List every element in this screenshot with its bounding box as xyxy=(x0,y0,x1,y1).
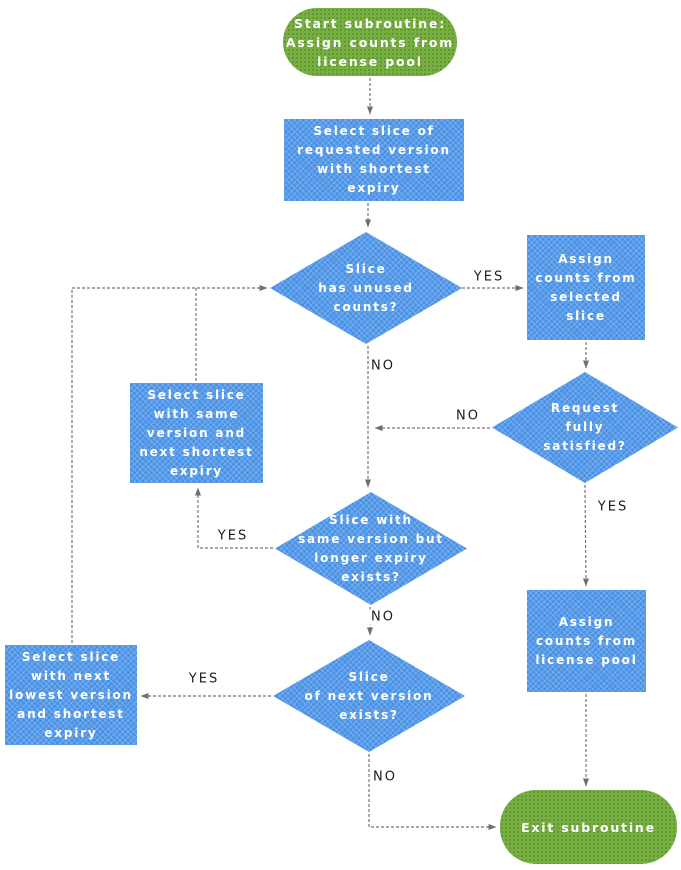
edge-next-version-no xyxy=(368,754,497,830)
process-select-same-version-next-expiry-label: Select slice with same version and next … xyxy=(139,387,254,478)
process-assign-counts-selected-slice: Assign counts from selected slice xyxy=(527,235,645,340)
edge-request-satisfied-yes xyxy=(582,484,589,587)
decision-request-fully-satisfied-shape: Request fully satisfied? xyxy=(492,372,678,483)
decision-next-version-exists: Slice of next version exists? xyxy=(273,640,465,752)
exit-node-label: Exit subroutine xyxy=(521,819,656,835)
edge-label-next-version-yes: YES xyxy=(186,671,222,687)
process-select-next-lowest-version-label: Select slice with next lowest version an… xyxy=(9,649,133,740)
decision-next-version-exists-label: Slice of next version exists? xyxy=(304,669,434,722)
process-assign-counts-license-pool: Assign counts from license pool xyxy=(527,590,646,692)
process-select-requested-version-label: Select slice of requested version with s… xyxy=(297,124,451,195)
decision-next-version-exists-shape: Slice of next version exists? xyxy=(273,640,465,752)
decision-slice-has-unused-counts-label: Slice has unused counts? xyxy=(318,261,414,314)
decision-longer-expiry-exists-shape: Slice with same version but longer expir… xyxy=(275,492,467,605)
edge-label-longer-expiry-yes: YES xyxy=(215,528,251,544)
edge-label-request-satisfied-no: NO xyxy=(454,408,482,424)
edge-label-next-version-no: NO xyxy=(371,769,399,785)
edge-label-longer-expiry-no: NO xyxy=(369,609,397,625)
decision-longer-expiry-exists-label: Slice with same version but longer expir… xyxy=(298,512,444,584)
edge-label-request-satisfied-yes: YES xyxy=(595,499,631,515)
decision-request-fully-satisfied: Request fully satisfied? xyxy=(492,372,678,483)
process-select-next-lowest-version: Select slice with next lowest version an… xyxy=(5,645,137,745)
decision-request-fully-satisfied-label: Request fully satisfied? xyxy=(543,401,627,453)
exit-node: Exit subroutine xyxy=(500,790,677,864)
start-node: Start subroutine: Assign counts from lic… xyxy=(283,8,457,76)
process-assign-counts-license-pool-label: Assign counts from license pool xyxy=(535,614,638,667)
edge-label-slice-unused-no: NO xyxy=(369,358,397,374)
decision-slice-has-unused-counts: Slice has unused counts? xyxy=(270,232,462,344)
start-node-label: Start subroutine: Assign counts from lic… xyxy=(285,15,455,69)
edge-label-slice-unused-yes: YES xyxy=(471,269,507,285)
process-select-same-version-next-expiry: Select slice with same version and next … xyxy=(130,383,263,483)
process-select-requested-version: Select slice of requested version with s… xyxy=(284,119,464,201)
edge-longer-expiry-yes xyxy=(195,487,273,549)
process-assign-counts-selected-slice-label: Assign counts from selected slice xyxy=(535,251,637,323)
decision-longer-expiry-exists: Slice with same version but longer expir… xyxy=(275,492,467,605)
decision-slice-has-unused-counts-shape: Slice has unused counts? xyxy=(270,232,462,344)
